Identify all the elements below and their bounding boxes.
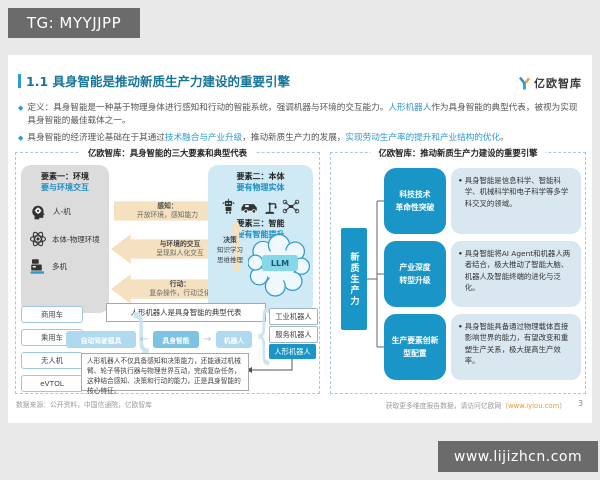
element2-subtitle: 要有物理实体: [236, 183, 285, 192]
humanoid-note-connector: [246, 359, 293, 373]
watermark-tg-badge: TG: MYYJJPP: [8, 8, 140, 38]
watermark-site-badge: www.lijizhcn.com: [438, 441, 598, 472]
new-productivity-axis: 新质生产力: [341, 228, 367, 330]
element1-item-label: 多机: [52, 261, 67, 271]
element3-title: 要素三：智能: [236, 219, 285, 228]
element3-subtitle: 要有智能提升: [236, 230, 285, 239]
humanoid-note: 人形机器人不仅具备感知和决策能力，还能通过机械臂、轮子等执行器与物理世界互动，完…: [81, 353, 249, 395]
iyiou-link[interactable]: www.iyiou.com: [508, 402, 560, 410]
human-machine-icon: [29, 202, 48, 221]
element1-item-label: 人-机: [53, 207, 71, 216]
panel-right-title: 亿欧智库：推动新质生产力建设的重要引擎: [370, 147, 546, 159]
list-item: 人-机: [29, 202, 109, 221]
data-source-note: 数据来源：公开资料，中国信通院，亿欧智库: [16, 401, 152, 409]
report-page: 1.1 具身智能是推动新质生产力建设的重要引擎 亿欧智库 ◆ 定义：具身智能是一…: [8, 55, 592, 423]
robot-item-humanoid-highlight: 人形机器人: [269, 344, 316, 359]
caption-box: 人形机器人是具身智能的典型代表: [106, 303, 266, 322]
pill-autonomous-vehicles: 自动驾驶载具: [66, 331, 136, 348]
element2-body-box: 要素二：本体 要有物理实体: [208, 165, 313, 313]
robot-item: 工业机器人: [269, 308, 318, 325]
pill-robots: 机器人: [216, 331, 252, 348]
footer-more-note: 获取更多维度报告数据，请访问亿欧网（www.iyiou.com）: [385, 402, 566, 410]
driver-desc-tech: • 具身智能是信息科学、智能科学、机械科学和电子科学等多学科交叉的领域。: [451, 168, 581, 234]
logo-y-icon: [517, 76, 532, 91]
page-title: 1.1 具身智能是推动新质生产力建设的重要引擎: [26, 74, 290, 89]
llm-brain-cloud: LLM: [248, 229, 310, 301]
robotic-arm-icon: [263, 198, 278, 214]
driver-desc-factors: • 具身智能具备通过物理载体直接影响世界的能力，有望改变和重塑生产关系，极大提高…: [451, 314, 581, 380]
driver-label-factors: 生产要素创新 型配置: [384, 314, 446, 380]
watermark-tg-text: TG: MYYJJPP: [26, 14, 122, 32]
driver-desc-industry: • 具身智能将AI Agent和机器人两者结合，极大推动了智能大脑、机器人及智能…: [451, 241, 581, 307]
bullet-diamond-icon: ◆: [18, 104, 24, 112]
list-item: 多机: [29, 257, 109, 275]
vehicle-item: eVTOL: [21, 375, 83, 392]
element1-environment-box: 要素一：环境 要与环境交互 人-机: [21, 165, 109, 313]
panel-three-elements: 亿欧智库：具身智能的三大要素和典型代表 要素一：环境 要与环境交互: [15, 147, 320, 395]
drone-icon: [282, 199, 300, 214]
embodiment-icons-row: [208, 196, 313, 214]
list-item: 本体-物理环境: [29, 230, 109, 248]
element1-item-label: 本体-物理环境: [52, 234, 100, 244]
page-number: 3: [578, 399, 583, 408]
vehicle-icon: [240, 200, 259, 214]
bullet-diamond-icon: ◆: [18, 133, 24, 142]
bullet-definition: ◆ 定义：具身智能是一种基于物理身体进行感知和行动的智能系统，强调机器与环境的交…: [18, 102, 586, 129]
element1-subtitle: 要与环境交互: [41, 183, 89, 192]
element2-title: 要素二：本体: [236, 172, 285, 181]
group-brace-right: {: [254, 297, 273, 370]
bullet-definition-text: 定义：具身智能是一种基于物理身体进行感知和行动的智能系统，强调机器与环境的交互能…: [27, 103, 578, 127]
atom-icon: [29, 230, 47, 248]
decision-text: 决策知识学习 思维推理: [217, 236, 243, 264]
robot-icon: [221, 198, 236, 214]
panel-new-productivity: 亿欧智库：推动新质生产力建设的重要引擎 新质生产力 科技技术 革命性突破 • 具…: [330, 147, 586, 394]
robot-item: 服务机器人: [269, 326, 318, 343]
connector-left-arrow: ←: [140, 334, 149, 345]
element1-title: 要素一：环境: [41, 172, 89, 181]
vehicle-item: 商用车: [21, 306, 83, 323]
driver-label-tech: 科技技术 革命性突破: [384, 168, 446, 234]
panel-left-title: 亿欧智库：具身智能的三大要素和典型代表: [79, 147, 256, 159]
bullet-economics: ◆ 具身智能的经济理论基础在于其通过技术融合与产业升级，推动新质生产力的发展，实…: [18, 132, 586, 145]
bracket-connector: [367, 200, 385, 348]
summary-bullets: ◆ 定义：具身智能是一种基于物理身体进行感知和行动的智能系统，强调机器与环境的交…: [18, 102, 586, 148]
pill-embodied-intelligence: 具身智能: [153, 331, 199, 348]
vehicle-item: 无人机: [21, 352, 83, 369]
connector-right-arrow: →: [203, 334, 212, 345]
driver-label-industry: 产业深度 转型升级: [384, 241, 446, 307]
watermark-site-text: www.lijizhcn.com: [453, 448, 583, 465]
bullet-economics-text: 具身智能的经济理论基础在于其通过技术融合与产业升级，推动新质生产力的发展，实现劳…: [27, 132, 509, 143]
multi-machine-icon: [29, 257, 47, 275]
page-header: 1.1 具身智能是推动新质生产力建设的重要引擎: [18, 71, 290, 90]
axis-label: 新质生产力: [348, 251, 359, 307]
brand-logo: 亿欧智库: [517, 75, 582, 91]
title-accent-bar: [18, 73, 21, 88]
llm-badge: LLM: [262, 255, 298, 271]
logo-text: 亿欧智库: [534, 77, 582, 90]
